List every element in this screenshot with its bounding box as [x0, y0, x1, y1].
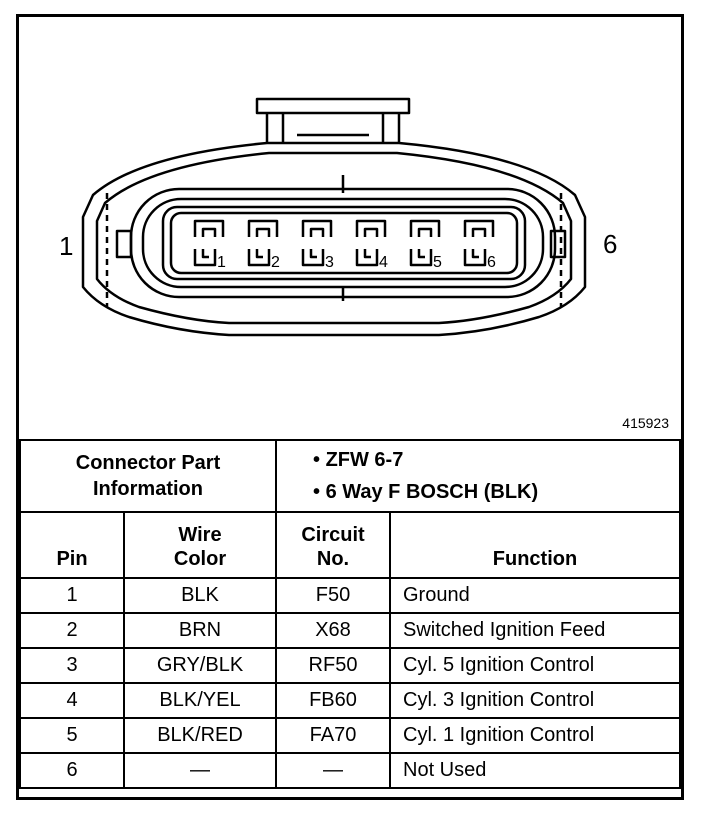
terminal-group: 1 2 3 4 5 6: [193, 219, 496, 271]
terminal-upper: [355, 219, 387, 237]
cell-function: Cyl. 5 Ignition Control: [389, 647, 681, 684]
table-header-row: Pin Wire Color Circuit No. Function: [19, 511, 681, 579]
table-row: 2 BRN X68 Switched Ignition Feed: [19, 612, 681, 649]
terminal-upper: [463, 219, 495, 237]
cell-color: BRN: [123, 612, 277, 649]
terminal-upper: [247, 219, 279, 237]
cell-color: —: [123, 752, 277, 789]
terminal-lower: [355, 249, 379, 267]
cell-pin: 3: [19, 647, 125, 684]
connector-info-item: 6 Way F BOSCH (BLK): [313, 476, 679, 508]
connector-info-label-line2: Information: [93, 478, 203, 500]
connector-face-drawing: 1 2 3 4 5 6: [81, 97, 587, 337]
table-row: 1 BLK F50 Ground: [19, 577, 681, 614]
table-row: 4 BLK/YEL FB60 Cyl. 3 Ignition Control: [19, 682, 681, 719]
cell-function: Ground: [389, 577, 681, 614]
cell-circuit: —: [275, 752, 391, 789]
cavity-number: 4: [379, 254, 388, 271]
cell-color: BLK/YEL: [123, 682, 277, 719]
terminal-lower: [409, 249, 433, 267]
header-wire-color: Wire Color: [123, 511, 277, 579]
connector-info-label: Connector Part Information: [19, 439, 277, 513]
terminal-lower: [301, 249, 325, 267]
header-wire-color-line1: Wire: [178, 524, 222, 546]
header-function: Function: [389, 511, 681, 579]
connector-info-list: ZFW 6-7 6 Way F BOSCH (BLK): [275, 439, 681, 513]
connector-info-item: ZFW 6-7: [313, 444, 679, 476]
terminal-upper: [409, 219, 441, 237]
cavity-number: 2: [271, 254, 280, 271]
header-pin: Pin: [19, 511, 125, 579]
connector-table: Connector Part Information ZFW 6-7 6 Way…: [19, 439, 681, 789]
header-circuit-line1: Circuit: [301, 524, 365, 546]
cell-pin: 2: [19, 612, 125, 649]
connector-diagram: 1 2 3 4 5 6 1 6 415923: [19, 17, 681, 439]
cavity-number: 1: [217, 254, 226, 271]
terminal-lower: [463, 249, 487, 267]
cell-function: Not Used: [389, 752, 681, 789]
cavity-number: 3: [325, 254, 334, 271]
cell-pin: 5: [19, 717, 125, 754]
reference-number: 415923: [622, 415, 669, 431]
cell-pin: 4: [19, 682, 125, 719]
cavity-number: 5: [433, 254, 442, 271]
table-body: 1 BLK F50 Ground 2 BRN X68 Switched Igni…: [19, 577, 681, 789]
cell-circuit: FA70: [275, 717, 391, 754]
table-row: 3 GRY/BLK RF50 Cyl. 5 Ignition Control: [19, 647, 681, 684]
connector-info-row: Connector Part Information ZFW 6-7 6 Way…: [19, 439, 681, 513]
cell-function: Cyl. 1 Ignition Control: [389, 717, 681, 754]
table-row: 6 — — Not Used: [19, 752, 681, 789]
table-row: 5 BLK/RED FA70 Cyl. 1 Ignition Control: [19, 717, 681, 754]
cell-color: BLK: [123, 577, 277, 614]
header-circuit-line2: No.: [316, 548, 350, 570]
cavity-shroud: [129, 187, 557, 299]
connector-info-label-line1: Connector Part: [75, 452, 221, 474]
cell-circuit: F50: [275, 577, 391, 614]
terminal-upper: [301, 219, 333, 237]
right-pin-label: 6: [603, 229, 618, 259]
header-circuit: Circuit No.: [275, 511, 391, 579]
latch-inner-sides: [281, 113, 385, 143]
cavity-block-inner: [169, 211, 519, 275]
left-pin-label: 1: [59, 231, 74, 261]
housing-outer: [81, 141, 587, 337]
latch-sides: [265, 113, 401, 143]
terminal-lower: [247, 249, 271, 267]
cell-color: BLK/RED: [123, 717, 277, 754]
cell-color: GRY/BLK: [123, 647, 277, 684]
cavity-number: 6: [487, 254, 496, 271]
left-key: [115, 229, 133, 259]
right-key: [549, 229, 567, 259]
latch-top-bar: [255, 97, 411, 115]
terminal-upper: [193, 219, 225, 237]
cavity-block: [161, 205, 527, 281]
cell-function: Switched Ignition Feed: [389, 612, 681, 649]
header-wire-color-line2: Color: [173, 548, 227, 570]
cell-circuit: FB60: [275, 682, 391, 719]
housing-inner-rim: [95, 151, 573, 325]
cell-circuit: X68: [275, 612, 391, 649]
cell-pin: 1: [19, 577, 125, 614]
cell-function: Cyl. 3 Ignition Control: [389, 682, 681, 719]
terminal-lower: [193, 249, 217, 267]
cell-pin: 6: [19, 752, 125, 789]
cell-circuit: RF50: [275, 647, 391, 684]
